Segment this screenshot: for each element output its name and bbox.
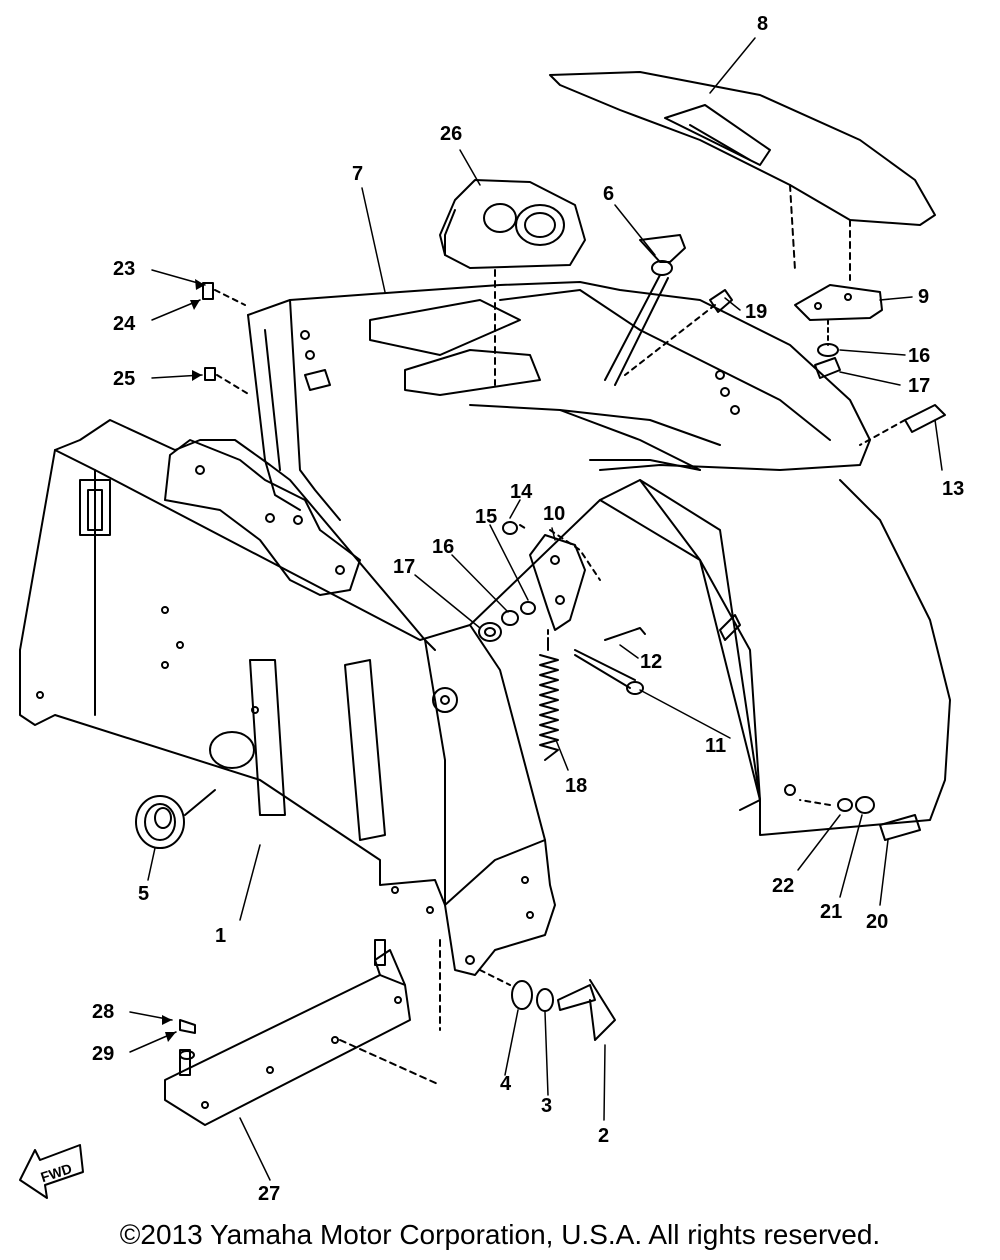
callout-16-lower: 16 xyxy=(432,536,454,558)
parts-23-25-plates xyxy=(202,282,251,396)
part-10-hinge xyxy=(519,524,601,631)
callout-2: 2 xyxy=(598,1125,609,1147)
fwd-arrow-icon: FWD xyxy=(19,1144,84,1199)
callout-14: 14 xyxy=(510,481,533,503)
parts-11-12-18 xyxy=(539,627,646,761)
callout-26: 26 xyxy=(440,123,462,145)
copyright-notice: ©2013 Yamaha Motor Corporation, U.S.A. A… xyxy=(119,1219,881,1250)
part-19-bolt xyxy=(624,289,733,376)
callout-17-upper: 17 xyxy=(908,375,930,397)
callout-4: 4 xyxy=(500,1073,512,1095)
part-9-latch xyxy=(794,284,883,379)
part-27-bracket xyxy=(164,939,441,1126)
callout-8: 8 xyxy=(757,13,768,35)
parts-20-22-bolt xyxy=(799,796,921,841)
part-6-cable xyxy=(604,234,686,386)
callout-1: 1 xyxy=(215,925,226,947)
callout-3: 3 xyxy=(541,1095,552,1117)
callout-10: 10 xyxy=(543,503,565,525)
callout-11: 11 xyxy=(705,735,726,757)
callout-15: 15 xyxy=(475,506,497,528)
part-5-grommet xyxy=(135,789,216,849)
part-1-lower-body xyxy=(19,419,951,976)
callout-12: 12 xyxy=(640,651,662,673)
callout-22: 22 xyxy=(772,875,794,897)
callout-24: 24 xyxy=(113,313,136,335)
washers-14-17 xyxy=(478,521,536,642)
callout-9: 9 xyxy=(918,286,929,308)
callout-20: 20 xyxy=(866,911,888,933)
leader-lines xyxy=(129,37,943,1181)
exploded-parts-diagram: FWD xyxy=(19,13,964,1205)
part-8-cover xyxy=(549,71,936,281)
part-13-bolt xyxy=(859,404,946,446)
callout-18: 18 xyxy=(565,775,587,797)
callout-27: 27 xyxy=(258,1183,280,1205)
callout-19: 19 xyxy=(745,301,767,323)
callout-17-lower: 17 xyxy=(393,556,415,578)
parts-2-4-bolt xyxy=(479,969,616,1041)
part-26-boot xyxy=(439,179,586,386)
callout-16-upper: 16 xyxy=(908,345,930,367)
callout-28: 28 xyxy=(92,1001,114,1023)
callout-23: 23 xyxy=(113,258,135,280)
callout-6: 6 xyxy=(603,183,614,205)
part-7-upper-cover xyxy=(247,281,871,521)
callout-13: 13 xyxy=(942,478,964,500)
callout-7: 7 xyxy=(352,163,363,185)
callout-29: 29 xyxy=(92,1043,114,1065)
callout-5: 5 xyxy=(138,883,149,905)
leader-arrows xyxy=(162,279,205,1042)
callout-25: 25 xyxy=(113,368,135,390)
callout-21: 21 xyxy=(820,901,842,923)
